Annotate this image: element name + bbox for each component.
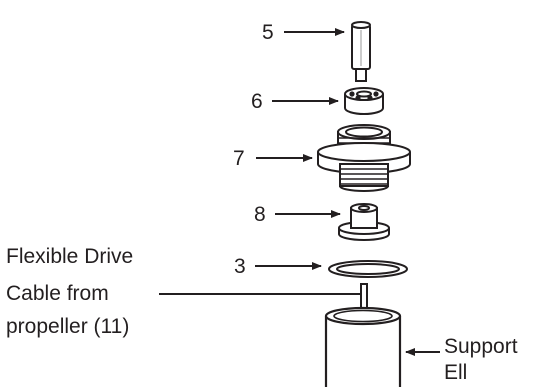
cable-label-line-3: propeller (11) <box>6 315 130 338</box>
support-label-line-1: Support <box>444 335 518 358</box>
part-3-gasket <box>328 260 408 278</box>
support-label-line-2: Ell <box>444 361 468 384</box>
part-5-number: 5 <box>262 21 274 44</box>
part-6-number: 6 <box>251 90 263 113</box>
part-8-number: 8 <box>254 203 266 226</box>
part-7-threaded-bushing <box>317 124 411 192</box>
part-3-number: 3 <box>234 255 246 278</box>
part-8-flanged-insert <box>338 203 390 241</box>
part-6-bearing <box>344 87 384 115</box>
part-7-number: 7 <box>233 147 245 170</box>
cable-label-line-1: Flexible Drive <box>6 245 134 268</box>
cable-label-line-2: Cable from <box>6 282 109 305</box>
part-5-shaft <box>351 21 371 82</box>
support-ell-tube <box>324 306 402 387</box>
